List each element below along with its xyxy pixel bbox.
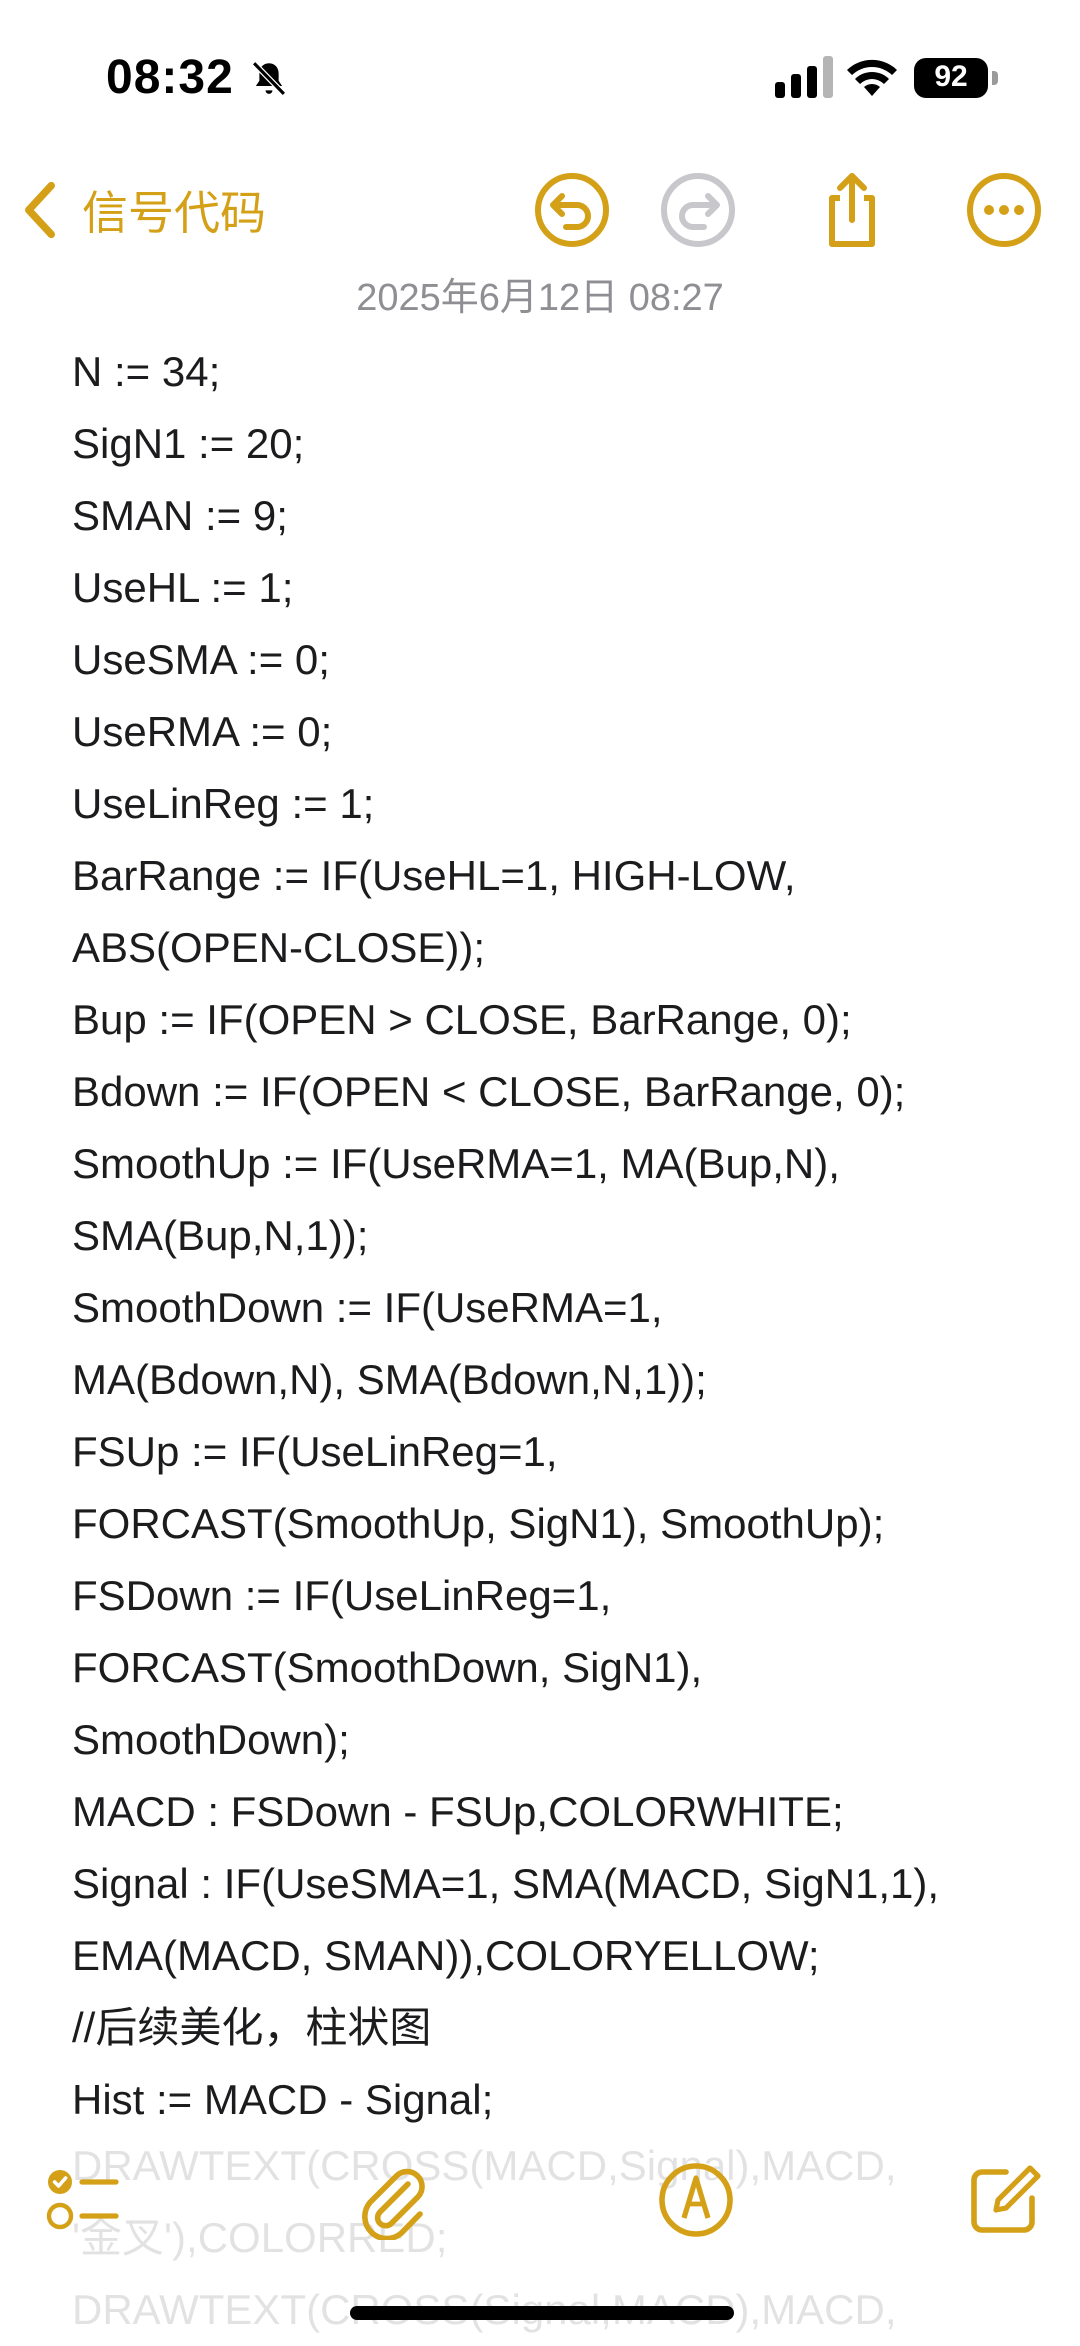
note-line: FORCAST(SmoothDown, SigN1), (72, 1644, 703, 1691)
note-line: SmoothDown := IF(UseRMA=1, (72, 1284, 663, 1331)
note-line: MA(Bdown,N), SMA(Bdown,N,1)); (72, 1356, 707, 1403)
note-line: BarRange := IF(UseHL=1, HIGH-LOW, (72, 852, 796, 899)
note-line: Bup := IF(OPEN > CLOSE, BarRange, 0); (72, 996, 852, 1043)
note-line: FSUp := IF(UseLinReg=1, (72, 1428, 558, 1475)
note-line: //后续美化，柱状图 (72, 2004, 432, 2051)
bell-slash-icon (252, 61, 286, 96)
note-line: SMA(Bup,N,1)); (72, 1212, 369, 1259)
status-time: 08:32 (106, 51, 234, 104)
bottom-toolbar (0, 2150, 1080, 2250)
redo-icon[interactable] (658, 170, 738, 250)
battery-level: 92 (934, 60, 968, 93)
note-line: SMAN := 9; (72, 492, 288, 539)
compose-icon[interactable] (964, 2160, 1044, 2240)
note-line-faded: DRAWTEXT(CROSS(MACD,Signal),MACD, (72, 2142, 897, 2189)
note-line: UseLinReg := 1; (72, 780, 375, 827)
status-bar: 08:32 92 (0, 0, 1080, 150)
note-line: EMA(MACD, SMAN)),COLORYELLOW; (72, 1932, 820, 1979)
note-line: ABS(OPEN-CLOSE)); (72, 924, 486, 971)
note-line: N := 34; (72, 348, 221, 395)
share-icon[interactable] (812, 170, 892, 250)
note-line: Signal : IF(UseSMA=1, SMA(MACD, SigN1,1)… (72, 1860, 940, 1907)
note-line: SigN1 := 20; (72, 420, 305, 467)
markup-icon[interactable] (656, 2160, 736, 2240)
nav-bar: 信号代码 (0, 160, 1080, 260)
note-line: MACD : FSDown - FSUp,COLORWHITE; (72, 1788, 844, 1835)
note-line: UseRMA := 0; (72, 708, 333, 755)
attachment-icon[interactable] (352, 2160, 432, 2240)
note-overflow-text: DRAWTEXT(CROSS(MACD,Signal),MACD, '金叉'),… (72, 2130, 1032, 2346)
note-line: FORCAST(SmoothUp, SigN1), SmoothUp); (72, 1500, 885, 1547)
back-button[interactable]: 信号代码 (20, 170, 266, 250)
undo-icon[interactable] (532, 170, 612, 250)
checklist-icon[interactable] (44, 2160, 124, 2240)
note-line: Hist := MACD - Signal; (72, 2076, 494, 2123)
note-line: FSDown := IF(UseLinReg=1, (72, 1572, 612, 1619)
more-icon[interactable] (964, 170, 1044, 250)
note-body[interactable]: N := 34; SigN1 := 20; SMAN := 9; UseHL :… (72, 336, 1032, 2136)
note-line: SmoothDown); (72, 1716, 350, 1763)
cellular-signal-icon (775, 56, 833, 98)
note-line: SmoothUp := IF(UseRMA=1, MA(Bup,N), (72, 1140, 840, 1187)
note-line: UseHL := 1; (72, 564, 294, 611)
battery-icon: 92 (914, 58, 1000, 100)
note-line: Bdown := IF(OPEN < CLOSE, BarRange, 0); (72, 1068, 906, 1115)
back-label: 信号代码 (82, 187, 266, 239)
note-date: 2025年6月12日 08:27 (356, 277, 724, 319)
chevron-left-icon (25, 181, 55, 239)
note-line: UseSMA := 0; (72, 636, 330, 683)
home-indicator[interactable] (350, 2306, 734, 2320)
wifi-icon (847, 59, 897, 96)
